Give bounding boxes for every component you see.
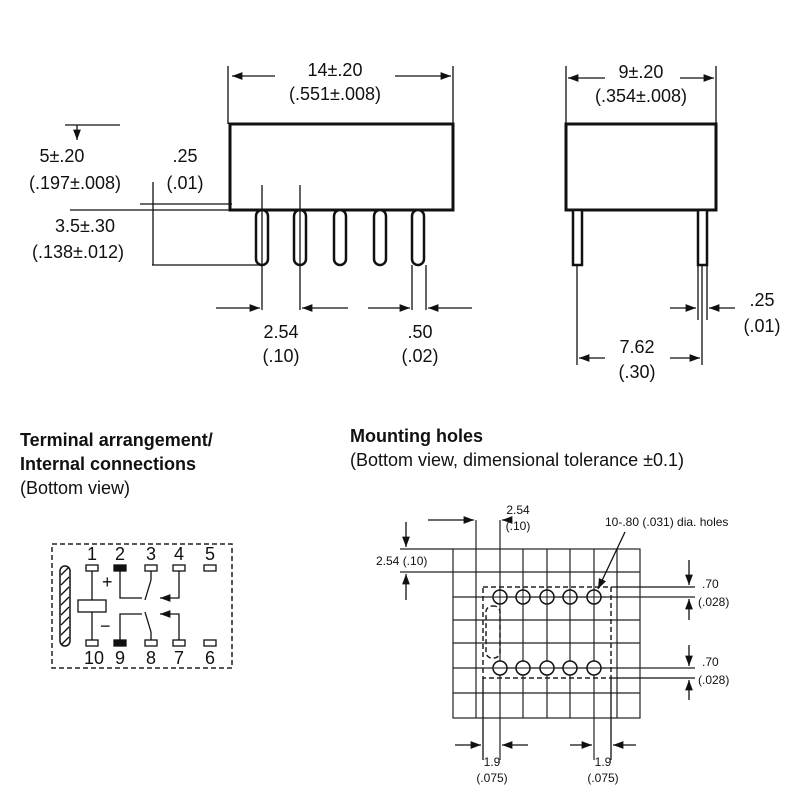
- relay-body-side: [228, 122, 455, 212]
- offset-top-dim-in: (.028): [698, 595, 729, 609]
- relay-body-end: [564, 122, 718, 212]
- side-view: 14±.20 (.551±.008) 5±.20 (.197±.008) .25…: [29, 60, 472, 366]
- height-dim: 5±.20: [40, 146, 85, 166]
- height-dim-in: (.197±.008): [29, 173, 121, 193]
- pin-width-dim: .50: [407, 322, 432, 342]
- coil-marker-icon: [59, 565, 71, 647]
- pitch-x-dim-in: (.10): [506, 519, 531, 533]
- width-dim-in: (.354±.008): [595, 86, 687, 106]
- pins-side: [254, 208, 426, 267]
- width-dim: 9±.20: [619, 62, 664, 82]
- offset-bottom-dim-in: (.028): [698, 673, 729, 687]
- pin-label: 1: [87, 544, 97, 564]
- terminal-title-1: Terminal arrangement/: [20, 430, 213, 450]
- pin-thickness-dim-in: (.01): [743, 316, 780, 336]
- coil-outline: [485, 605, 501, 659]
- terminal-pads: [85, 564, 217, 647]
- mounting-holes: Mounting holes (Bottom view, dimensional…: [350, 426, 729, 785]
- edge-left-dim-in: (.075): [476, 771, 507, 785]
- pitch-dim: 2.54: [263, 322, 298, 342]
- pin-label: 4: [174, 544, 184, 564]
- pitch-y-dim: 2.54 (.10): [376, 554, 427, 568]
- terminal-title-2: Internal connections: [20, 454, 196, 474]
- terminal-outline: [51, 543, 233, 669]
- edge-right-dim-in: (.075): [587, 771, 618, 785]
- coil-plus: +: [102, 572, 113, 592]
- edge-right-dim: 1.9: [595, 755, 612, 769]
- holes-leader: [597, 531, 626, 590]
- holes-note: 10-.80 (.031) dia. holes: [605, 515, 728, 529]
- pin-label: 6: [205, 648, 215, 668]
- pin-width-dim-in: (.02): [401, 346, 438, 366]
- top-pin-labels: 1 2 3 4 5: [87, 544, 215, 564]
- pin-label: 9: [115, 648, 125, 668]
- pin-label: 2: [115, 544, 125, 564]
- terminal-subtitle: (Bottom view): [20, 478, 130, 498]
- pitch-dim-in: (.10): [262, 346, 299, 366]
- pin-end-right: [696, 208, 709, 267]
- pin-label: 10: [84, 648, 104, 668]
- pin-label: 3: [146, 544, 156, 564]
- row-spacing-dim-in: (.30): [618, 362, 655, 382]
- pin-length-dim: 3.5±.30: [55, 216, 115, 236]
- offset-top-dim: .70: [702, 577, 719, 591]
- pin-label: 5: [205, 544, 215, 564]
- terminal-arrangement: Terminal arrangement/ Internal connectio…: [20, 430, 233, 669]
- length-dim-in: (.551±.008): [289, 84, 381, 104]
- pin-thickness-dim: .25: [749, 290, 774, 310]
- coil-minus: −: [100, 616, 111, 636]
- length-dim: 14±.20: [308, 60, 363, 80]
- row-spacing-dim: 7.62: [619, 337, 654, 357]
- relay-outline: [482, 586, 612, 679]
- pcb-grid: [400, 520, 695, 760]
- pin-label: 8: [146, 648, 156, 668]
- mounting-subtitle: (Bottom view, dimensional tolerance ±0.1…: [350, 450, 684, 470]
- bottom-pin-labels: 10 9 8 7 6: [84, 648, 215, 668]
- contact-symbol: [119, 571, 180, 640]
- standoff-dim: .25: [172, 146, 197, 166]
- offset-bottom-dim: .70: [702, 655, 719, 669]
- edge-left-dim: 1.9: [484, 755, 501, 769]
- standoff-dim-in: (.01): [166, 173, 203, 193]
- pin-label: 7: [174, 648, 184, 668]
- pitch-x-dim: 2.54: [506, 503, 530, 517]
- coil-symbol: + −: [77, 571, 113, 640]
- pin-length-dim-in: (.138±.012): [32, 242, 124, 262]
- end-view: 9±.20 (.354±.008) .25 (.01) 7.62 (.30): [564, 62, 781, 382]
- pin-end-left: [571, 208, 584, 267]
- mounting-title: Mounting holes: [350, 426, 483, 446]
